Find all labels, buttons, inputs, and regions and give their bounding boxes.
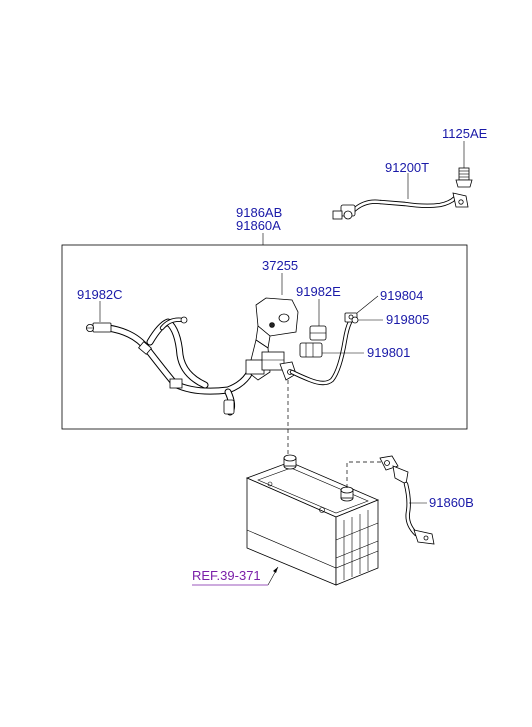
- output-cable-part: [289, 319, 353, 386]
- positive-cable-harness: [104, 316, 254, 416]
- negative-link-dashed: [346, 461, 385, 488]
- bolt-part: [455, 141, 473, 188]
- battery-reference-label[interactable]: REF.39-371: [192, 568, 261, 583]
- battery-reference[interactable]: REF.39-371: [192, 566, 279, 586]
- clip-c-label: 91982C: [77, 287, 123, 302]
- battery-part: [245, 454, 380, 586]
- clip-e-label: 91982E: [296, 284, 341, 299]
- clip-e-part: [309, 299, 327, 341]
- terminal-05-label: 919805: [386, 312, 429, 327]
- terminal-04-part: [344, 295, 379, 323]
- assembly-label-a: 9186AB: [236, 205, 282, 220]
- terminal-cover-label: 37255: [262, 258, 298, 273]
- battery-reference-arrow: [273, 567, 278, 573]
- terminal-01-part: [299, 342, 364, 358]
- terminal-04-label: 919804: [380, 288, 423, 303]
- clip-c-part: [86, 301, 112, 333]
- ground-cable-label: 91200T: [385, 160, 429, 175]
- ground-cable-part: [332, 173, 469, 220]
- negative-cable-label: 91860B: [429, 495, 474, 510]
- negative-cable-part: [379, 455, 435, 545]
- assembly-frame: [61, 244, 468, 430]
- terminal-05-part: [351, 316, 383, 324]
- assembly-label-b: 91860A: [236, 218, 281, 233]
- bolt-label: 1125AE: [442, 126, 488, 141]
- terminal-01-label: 919801: [367, 345, 410, 360]
- terminal-cover-part: [245, 273, 299, 381]
